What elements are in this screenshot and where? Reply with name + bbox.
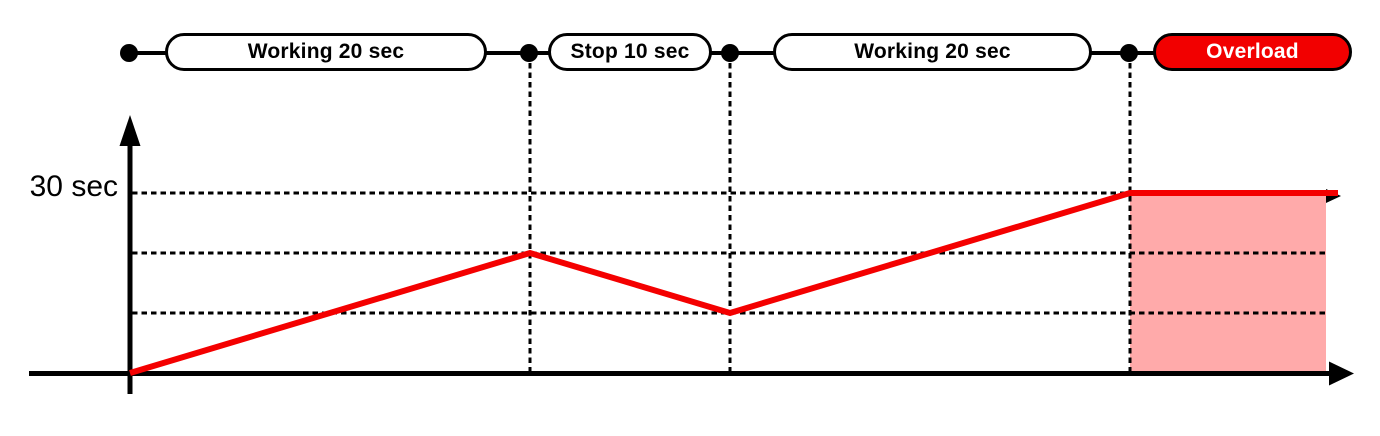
timeline-segment-working-2: Working 20 sec — [773, 33, 1092, 71]
timeline-node-3 — [721, 44, 739, 62]
overload-region — [1130, 193, 1326, 373]
x-axis-arrow-icon — [1329, 361, 1354, 386]
accumulation-line — [129, 190, 1338, 376]
segment-label: Overload — [1206, 40, 1299, 63]
timeline-node-4 — [1120, 44, 1138, 62]
timeline-node-start — [120, 44, 138, 62]
timeline-segment-stop: Stop 10 sec — [548, 33, 712, 71]
segment-label: Working 20 sec — [247, 40, 405, 63]
timeline-segment-working-1: Working 20 sec — [165, 33, 487, 71]
timeline-segment-overload: Overload — [1153, 33, 1352, 71]
y-axis-tick-label: 30 sec — [29, 170, 118, 203]
y-axis-arrow-icon — [119, 115, 141, 146]
segment-label: Stop 10 sec — [570, 40, 690, 63]
timeline-node-2 — [520, 44, 538, 62]
segment-label: Working 20 sec — [854, 40, 1011, 63]
